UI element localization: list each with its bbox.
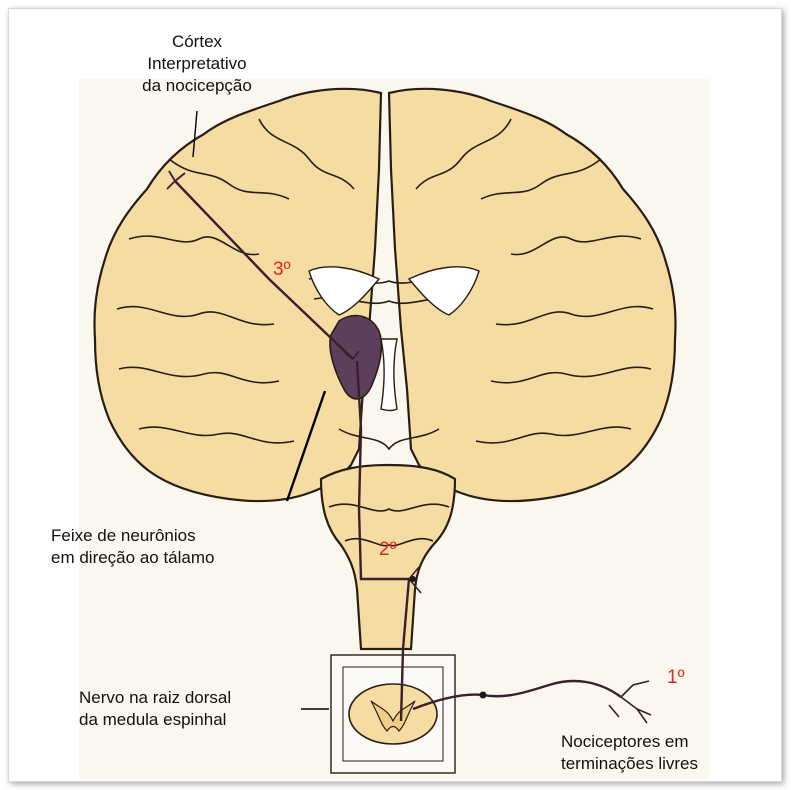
- diagram-frame: Córtex Interpretativo da nocicepção Feix…: [8, 8, 782, 782]
- dorsal-root-ganglion: [480, 692, 487, 699]
- dorsal-root-label-line-1: Nervo na raiz dorsal: [79, 687, 231, 709]
- order-label-third: 3º: [273, 259, 291, 281]
- spinal-cord-section: [349, 684, 437, 744]
- cortex-label-line-1: Córtex: [97, 31, 297, 53]
- cortex-label-line-3: da nocicepção: [97, 75, 297, 97]
- third-ventricle: [381, 339, 397, 411]
- tract-label: Feixe de neurônios em direção ao tálamo: [51, 525, 214, 569]
- second-order-soma: [410, 576, 416, 582]
- tract-label-line-2: em direção ao tálamo: [51, 547, 214, 569]
- dorsal-root-label: Nervo na raiz dorsal da medula espinhal: [79, 687, 231, 731]
- nociceptors-label-line-1: Nociceptores em: [561, 731, 698, 753]
- order-label-second: 2º: [379, 539, 397, 561]
- dorsal-root-label-line-2: da medula espinhal: [79, 709, 231, 731]
- cortex-label-line-2: Interpretativo: [97, 53, 297, 75]
- tract-label-line-1: Feixe de neurônios: [51, 525, 214, 547]
- order-label-first: 1º: [667, 667, 685, 689]
- nociceptors-label-line-2: terminações livres: [561, 753, 698, 775]
- nociceptors-label: Nociceptores em terminações livres: [561, 731, 698, 775]
- pain-pathway-diagram: [9, 9, 781, 781]
- cortex-label: Córtex Interpretativo da nocicepção: [97, 31, 297, 97]
